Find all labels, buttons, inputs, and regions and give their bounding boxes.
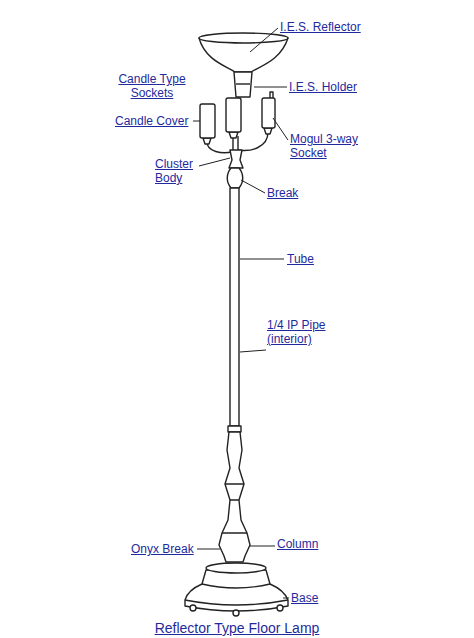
part-label: Column [277, 537, 318, 551]
candle-socket [264, 128, 272, 134]
leader-line [249, 546, 275, 547]
cluster-body [229, 150, 243, 168]
caption: Reflector Type Floor Lamp [155, 620, 320, 636]
leader-line [240, 350, 266, 352]
leader-line [254, 87, 287, 88]
break [227, 168, 243, 188]
leader-lines [193, 28, 289, 598]
part-label: Base [291, 591, 318, 605]
part-label: Tube [287, 252, 314, 266]
leader-line [193, 121, 200, 122]
candle-cover [226, 98, 241, 132]
cluster-arm [238, 132, 268, 150]
leader-line [197, 549, 220, 550]
base [185, 570, 288, 611]
cluster-arm [207, 142, 232, 153]
part-label: Candle Type Sockets [112, 72, 192, 100]
tube [230, 188, 239, 426]
candle-socket [203, 138, 211, 144]
column [219, 432, 250, 562]
leader-line [199, 158, 230, 166]
leader-line [240, 259, 284, 260]
leader-line [250, 28, 278, 52]
part-label: 1/4 IP Pipe (interior) [267, 318, 339, 346]
candle-cover [262, 98, 275, 128]
part-label: Candle Cover [115, 114, 188, 128]
foot [277, 605, 283, 611]
leader-line [273, 118, 288, 140]
leader-line [241, 180, 265, 193]
part-label: Break [267, 186, 298, 200]
tube-joint [228, 426, 241, 432]
foot [233, 610, 239, 616]
reflector-rim [199, 33, 288, 43]
foot [190, 605, 196, 611]
candle-socket [229, 132, 238, 138]
leader-line [283, 598, 289, 599]
part-label: Cluster Body [155, 157, 201, 185]
part-label: Onyx Break [131, 542, 194, 556]
ies-holder [234, 72, 252, 97]
mogul-socket [270, 92, 273, 98]
part-label: Mogul 3-way Socket [290, 132, 368, 160]
candle-cover [200, 104, 215, 138]
base-plate [206, 563, 266, 573]
part-label: I.E.S. Holder [289, 80, 357, 94]
part-label: I.E.S. Reflector [280, 20, 361, 34]
